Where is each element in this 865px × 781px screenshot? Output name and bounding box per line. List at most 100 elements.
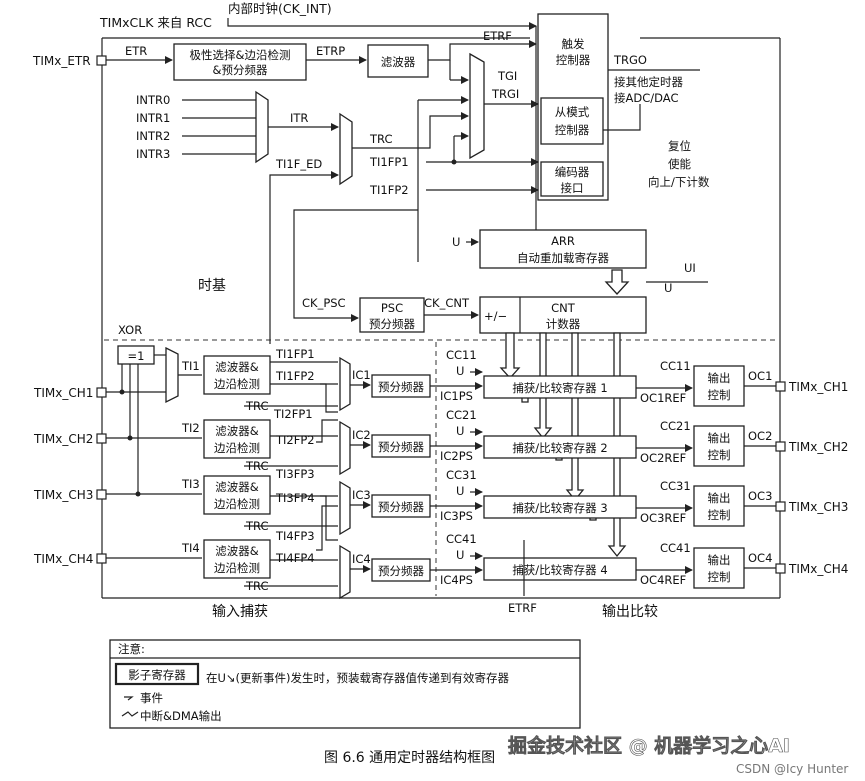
ccr1-block (483, 375, 637, 399)
ic3-label: IC3 (352, 488, 371, 502)
output-control-ch4 (693, 547, 745, 589)
legend-shadow-register-box (114, 662, 200, 686)
trgo-dest-2: 接ADC/DAC (614, 91, 678, 105)
input-capture-label: 输入捕获 (212, 604, 268, 620)
input-filter-ch3-l2: 边沿检测 (214, 497, 260, 511)
etrp-label: ETRP (316, 44, 345, 58)
arr-register-block (479, 229, 647, 269)
ti4-label: TI4 (181, 541, 200, 555)
ic1ps-label: IC1PS (440, 389, 473, 403)
ic-to-ccr (430, 368, 483, 574)
pin-ch3-label: TIMx_CH3 (33, 488, 93, 502)
ccr2-label: 捕获/比较寄存器 2 (512, 441, 607, 455)
output-control-ch2 (693, 425, 745, 467)
ti1fp2-ch1-label: TI1FP2 (275, 369, 315, 383)
oc1-label: OC1 (748, 369, 772, 383)
psc-block (359, 297, 425, 333)
output-control-ch1 (693, 365, 745, 407)
slave-label-2: 控制器 (555, 123, 590, 137)
watermark-sub: CSDN @Icy Hunter (736, 762, 848, 776)
ic3-prescaler-label: 预分频器 (378, 500, 424, 514)
ic1-label: IC1 (352, 368, 371, 382)
cc41-out-label: CC41 (660, 541, 691, 555)
ccr3-block (483, 495, 637, 519)
encoder-interface-block (540, 161, 604, 197)
intr1-label: INTR1 (136, 111, 170, 125)
pin-ch4[interactable] (96, 553, 107, 564)
cnt-label-2: 计数器 (546, 317, 581, 331)
irq-icon (121, 711, 139, 717)
ti1fp1-ch1-label: TI1FP1 (275, 347, 315, 361)
pin-ch2-out[interactable] (775, 441, 786, 452)
ch1-u-label: U (456, 364, 464, 378)
ccr3-label: 捕获/比较寄存器 3 (512, 501, 607, 515)
intr2-label: INTR2 (136, 129, 170, 143)
cc31-out-label: CC31 (660, 479, 691, 493)
pin-ch2-out-label: TIMx_CH2 (788, 440, 848, 454)
xor-gate-label: =1 (128, 349, 145, 363)
pin-ch4-out-label: TIMx_CH4 (788, 562, 848, 576)
cc21-out-label: CC21 (660, 419, 691, 433)
oc1ref-label: OC1REF (640, 391, 686, 405)
ti4fp3-label: TI4FP3 (275, 529, 315, 543)
ti1-label: TI1 (181, 359, 200, 373)
ccr-to-output (636, 384, 693, 574)
ui-label: UI (684, 261, 696, 275)
ic2-prescaler-label: 预分频器 (378, 440, 424, 454)
cnt-u-label: U (664, 281, 672, 295)
arr-label-2: 自动重加载寄存器 (517, 251, 609, 265)
ti2-label: TI2 (181, 421, 200, 435)
ic4-mux (339, 544, 351, 600)
polarity-label-2: &预分频器 (213, 63, 268, 77)
clock-source-label: TIMxCLK 来自 RCC (99, 15, 212, 30)
intr3-label: INTR3 (136, 147, 170, 161)
output-ctrl-ch2-l2: 控制 (708, 448, 731, 462)
trigger-label-2: 控制器 (556, 53, 591, 67)
input-wiring (106, 346, 202, 559)
oc4-label: OC4 (748, 551, 772, 565)
trgo-dest-1: 接其他定时器 (614, 75, 683, 89)
pin-ch3-out-label: TIMx_CH3 (788, 500, 848, 514)
output-ctrl-ch1-l2: 控制 (708, 388, 731, 402)
ic3-mux (339, 480, 351, 536)
psc-label-2: 预分频器 (369, 317, 415, 331)
xor-label: XOR (118, 323, 142, 337)
pin-ch3[interactable] (96, 489, 107, 500)
output-ctrl-ch3-l2: 控制 (708, 508, 731, 522)
input-filter-ch2-l2: 边沿检测 (214, 441, 260, 455)
output-ctrl-ch4-l2: 控制 (708, 570, 731, 584)
ti1f-ed-label: TI1F_ED (275, 157, 322, 171)
pin-ch1-out[interactable] (775, 381, 786, 392)
cc11-out-label: CC11 (660, 359, 691, 373)
ti2fp2-label: TI2FP2 (275, 433, 315, 447)
intr0-label: INTR0 (136, 93, 170, 107)
figure-caption: 图 6.6 通用定时器结构框图 (324, 750, 495, 766)
etr-label: ETR (125, 44, 147, 58)
pin-ch2[interactable] (96, 433, 107, 444)
input-filter-ch4-l1: 滤波器& (215, 544, 258, 558)
ccr1-label: 捕获/比较寄存器 1 (512, 381, 607, 395)
trc-ch2-label: TRC (245, 459, 268, 473)
pin-ch3-out[interactable] (775, 501, 786, 512)
oc2-label: OC2 (748, 429, 772, 443)
input-filter-ch2 (203, 419, 271, 459)
pin-ch1-label: TIMx_CH1 (33, 386, 93, 400)
ti3fp4-label: TI3FP4 (275, 491, 315, 505)
oc2ref-label: OC2REF (640, 451, 686, 465)
pin-ch1[interactable] (96, 387, 107, 398)
reset-label: 复位 (668, 139, 691, 153)
pin-etr[interactable] (96, 55, 107, 66)
input-filter-ch1-l1: 滤波器& (215, 360, 258, 374)
watermark-main: 掘金技术社区 @ 机器学习之心AI (508, 734, 790, 757)
ic1-mux (339, 356, 351, 412)
pin-ch4-out[interactable] (775, 563, 786, 574)
ti1fp1-label: TI1FP1 (369, 155, 409, 169)
ic4ps-label: IC4PS (440, 573, 473, 587)
cc41-in-label: CC41 (446, 532, 477, 546)
input-filter-ch1-l2: 边沿检测 (214, 377, 260, 391)
filter-outputs (244, 361, 338, 587)
pin-ch2-label: TIMx_CH2 (33, 432, 93, 446)
arr-to-cnt-arrow (604, 269, 630, 295)
ic1-prescaler-label: 预分频器 (378, 380, 424, 394)
